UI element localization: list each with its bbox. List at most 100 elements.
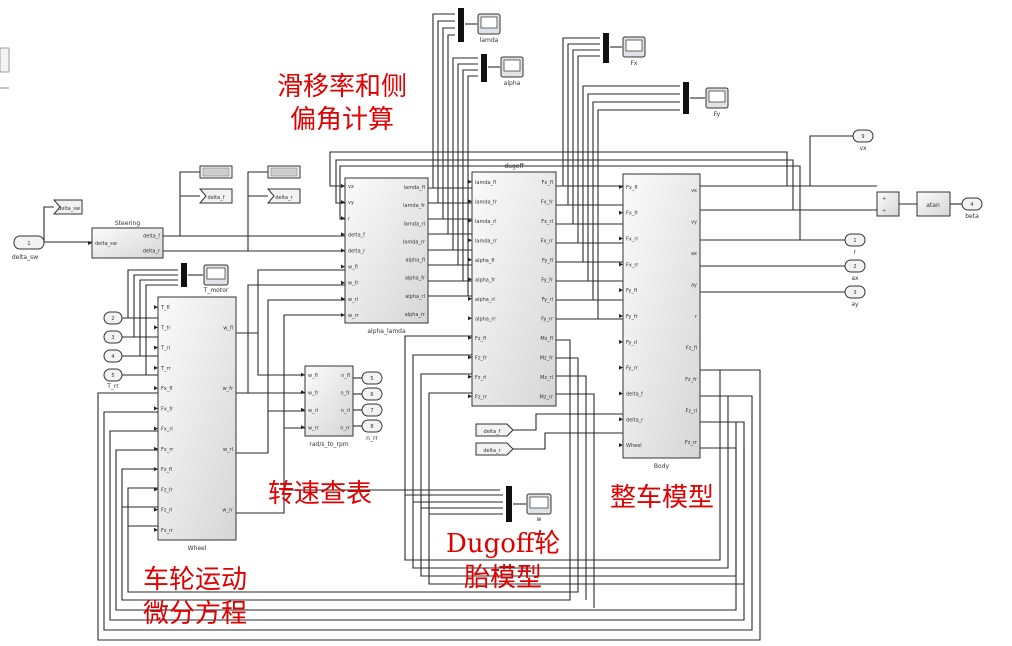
outport-n-fl[interactable]: 5 [361, 371, 383, 385]
annotation-slip-line1: 滑移率和侧 [277, 72, 407, 102]
from-delta-r[interactable]: delta_r [475, 442, 514, 456]
scope-fy[interactable]: Fy [705, 87, 729, 118]
inport-delta-sw[interactable]: 1 delta_sw [12, 235, 45, 261]
input-port-label: Fx_rr [161, 447, 174, 453]
alpha-lamda-block-name: alpha_lamda [367, 328, 406, 335]
input-arrow [154, 487, 158, 492]
divide-block[interactable]: + ÷ [876, 191, 900, 217]
output-port-label: Fx_rr [541, 238, 554, 244]
goto-delta-r[interactable]: delta_r [266, 188, 301, 204]
input-arrow [468, 257, 472, 262]
wheel-block[interactable]: WheelT_flT_frT_rlT_rrFx_flFx_frFx_rlFx_r… [154, 296, 237, 552]
svg-text:delta_sw: delta_sw [58, 206, 80, 212]
output-port-label: ay [691, 282, 697, 288]
output-port-label: Fz_fl [686, 346, 697, 352]
dugoff-block-name: dugoff [504, 163, 524, 170]
svg-text:3: 3 [111, 335, 114, 341]
inport-t-rr[interactable]: 5 T_rr [103, 368, 123, 390]
input-port-label: Fz_fl [475, 336, 486, 342]
output-port-label: w_fr [223, 386, 234, 392]
input-port-label: T_fl [160, 305, 170, 311]
input-arrow [468, 179, 472, 184]
rads-to-rpm-block-name: rad/s_to_rpm [309, 441, 348, 448]
output-port-label: Fy_fl [542, 258, 553, 264]
input-port-label: Fy_rl [626, 340, 637, 346]
mux-bars [181, 8, 689, 522]
output-port-label: Fz_rr [685, 440, 698, 446]
input-arrow [341, 200, 345, 205]
output-port-label: n_rr [340, 425, 351, 431]
input-arrow [619, 365, 623, 370]
input-port-label: w_fl [348, 265, 358, 271]
scope-t-motor[interactable]: T_motor [203, 264, 229, 294]
outport-vx[interactable]: 9 vx [852, 129, 874, 152]
input-port-label: delta_f [626, 391, 643, 397]
annotation-wheel-line1: 车轮运动 [143, 565, 247, 595]
goto-delta-sw[interactable]: delta_sw [52, 199, 83, 215]
outport-n-rl[interactable]: 7 [361, 403, 383, 417]
inport-t-rl[interactable]: 4 [103, 349, 123, 363]
input-arrow [88, 241, 92, 245]
svg-text:+: + [882, 196, 886, 202]
scope-lamda[interactable]: lamda [477, 13, 501, 44]
svg-text:r: r [854, 249, 857, 256]
input-arrow [468, 394, 472, 399]
input-port-label: w_rr [348, 313, 360, 319]
outport-ax[interactable]: 2 ax [844, 259, 866, 282]
output-port-label: delta_f [143, 234, 160, 240]
outport-n-fr[interactable]: 6 [361, 387, 383, 401]
svg-text:1: 1 [853, 238, 856, 244]
input-arrow [301, 390, 305, 395]
scope-fx[interactable]: Fx [622, 36, 646, 67]
input-arrow [341, 232, 345, 237]
display-delta-r[interactable] [267, 165, 301, 179]
svg-text:delta_f: delta_f [484, 429, 501, 435]
outport-n-rr[interactable]: 8 n_rr [361, 419, 383, 442]
rads-to-rpm-block[interactable]: rad/s_to_rpmw_flw_frw_rlw_rrn_fln_frn_rl… [301, 365, 354, 448]
display-delta-f[interactable] [199, 165, 233, 179]
input-port-label: w_fr [308, 390, 319, 396]
input-port-label: delta_r [348, 249, 366, 255]
outport-r[interactable]: 1 r [844, 233, 866, 256]
from-delta-f[interactable]: delta_f [475, 423, 514, 437]
input-arrow [619, 210, 623, 215]
output-port-label: Mz_fl [540, 336, 553, 342]
output-port-label: w_fl [223, 325, 233, 331]
alpha-lamda-block[interactable]: alpha_lamdavxvyrdelta_fdelta_rw_flw_frw_… [341, 177, 429, 335]
output-port-label: lamda_fl [404, 185, 425, 191]
input-arrow [619, 262, 623, 267]
input-arrow [154, 446, 158, 451]
input-arrow [341, 248, 345, 253]
input-arrow [341, 280, 345, 285]
output-port-label: Fx_fl [542, 180, 553, 186]
dugoff-block[interactable]: dugofflamda_fllamda_frlamda_rllamda_rral… [468, 163, 557, 407]
input-arrow [341, 296, 345, 301]
body-block[interactable]: BodyFx_flFx_frFx_rlFx_rrFy_flFy_frFy_rlF… [619, 173, 701, 470]
svg-text:beta: beta [965, 213, 979, 220]
left-edge-marks [0, 47, 10, 89]
goto-delta-f[interactable]: delta_f [198, 188, 233, 204]
input-port-label: Fz_fr [161, 487, 174, 493]
atan-block[interactable]: atan [916, 191, 951, 217]
input-port-label: T_rl [160, 346, 170, 352]
scope-w-label: w [537, 516, 542, 523]
scope-alpha[interactable]: alpha [500, 56, 524, 87]
input-arrow [154, 467, 158, 472]
input-arrow [468, 296, 472, 301]
output-port-label: vy [691, 219, 697, 225]
wires [43, 13, 962, 641]
annotation-vehicle: 整车模型 [610, 483, 714, 513]
svg-text:8: 8 [370, 424, 373, 430]
input-port-label: Fy_rr [626, 366, 639, 372]
svg-text:ax: ax [851, 275, 859, 282]
input-port-label: alpha_rl [475, 297, 495, 303]
scope-w[interactable]: w [526, 493, 552, 523]
inport-t-fr[interactable]: 3 [103, 330, 123, 344]
input-port-label: delta_f [348, 232, 365, 238]
outport-beta[interactable]: 4 beta [961, 197, 983, 220]
outport-ay[interactable]: 3 ay [844, 285, 866, 308]
input-arrow [468, 335, 472, 340]
inport-t-fl[interactable]: 2 [103, 311, 123, 325]
